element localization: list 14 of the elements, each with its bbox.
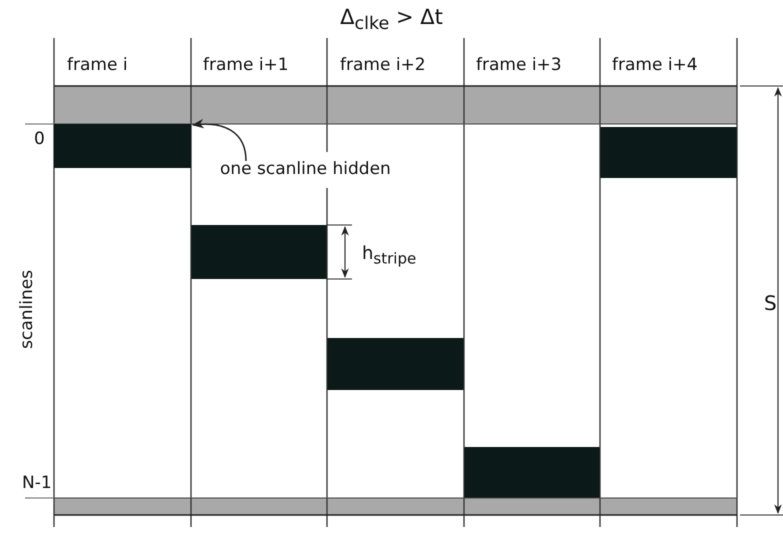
axis-label: scanlines [18,270,37,349]
axis-label: 0 [34,130,45,149]
dimension-label: h$_{stripe}$ [362,244,416,268]
column-header: frame i+3 [476,56,562,75]
column-header: frame i [67,56,128,75]
annotation-text: one scanline hidden [220,160,391,179]
column-header: frame i+4 [612,56,698,75]
axis-label: N-1 [22,474,52,493]
scanline-stripe [54,124,191,168]
dimension-label: S [764,292,777,314]
formula-title: Δ$_{clke}$ > Δt [339,6,444,34]
column-header: frame i+2 [340,56,426,75]
leader-arrow [192,119,247,162]
column-header: frame i+1 [203,56,289,75]
